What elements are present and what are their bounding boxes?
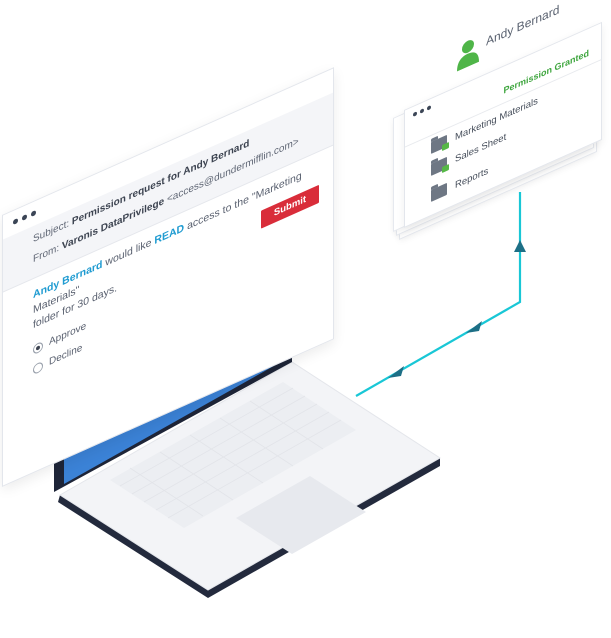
folder-label: Reports	[455, 164, 489, 191]
window-dots	[13, 209, 36, 226]
laptop-trackpad	[236, 476, 366, 554]
decline-label: Decline	[49, 342, 83, 369]
folder-lock-icon	[431, 134, 449, 154]
flow-arrow-3	[514, 240, 526, 252]
user-header: Andy Bernard	[456, 0, 606, 74]
laptop-base-edge	[58, 458, 440, 598]
approve-radio[interactable]	[33, 340, 43, 355]
decline-radio[interactable]	[33, 360, 43, 375]
folder-lock-icon	[431, 156, 449, 176]
from-label: From:	[33, 242, 60, 266]
window-dot	[427, 104, 431, 111]
window-dot	[31, 209, 36, 218]
keyboard-grid	[119, 387, 342, 519]
flow-arrow-2	[466, 321, 482, 333]
laptop-keyboard	[110, 382, 356, 528]
window-dot	[413, 111, 417, 117]
window-dot	[420, 108, 424, 114]
user-icon	[457, 40, 479, 72]
folder-icon	[431, 182, 447, 202]
access-level: READ	[154, 221, 185, 248]
lock-icon	[442, 163, 449, 174]
window-dot	[13, 217, 18, 226]
lock-icon	[442, 141, 449, 152]
flow-line	[355, 192, 522, 397]
flow-arrow-1	[388, 366, 404, 378]
window-dot	[22, 213, 27, 222]
